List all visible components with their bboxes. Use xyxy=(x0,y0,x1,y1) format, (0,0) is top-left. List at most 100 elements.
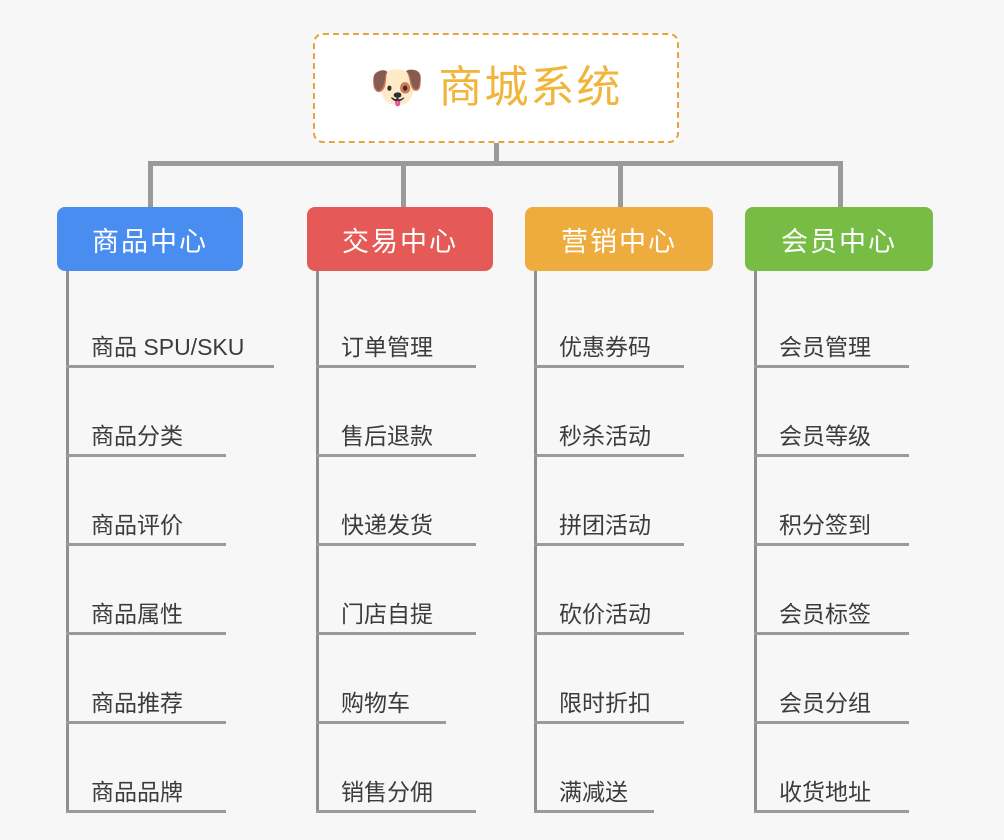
category-label: 交易中心 xyxy=(342,226,458,257)
category-box-1[interactable]: 商品中心 xyxy=(57,207,243,271)
category-label: 商品中心 xyxy=(92,226,208,257)
leaf-item-underline xyxy=(66,721,226,724)
leaf-item-underline xyxy=(316,543,476,546)
leaf-item[interactable]: 收货地址 xyxy=(745,724,933,813)
connector-drop-1 xyxy=(148,161,153,207)
leaf-item-label: 会员标签 xyxy=(779,601,871,627)
leaf-item[interactable]: 门店自提 xyxy=(307,546,493,635)
leaf-item-label: 商品分类 xyxy=(91,423,183,449)
leaf-item-label: 积分签到 xyxy=(779,512,871,538)
branch-column-3: 营销中心优惠券码秒杀活动拼团活动砍价活动限时折扣满减送 xyxy=(525,207,713,813)
connector-root-stem xyxy=(494,143,499,164)
leaf-item[interactable]: 快递发货 xyxy=(307,457,493,546)
leaf-item[interactable]: 商品推荐 xyxy=(57,635,243,724)
leaf-item-label: 会员分组 xyxy=(779,690,871,716)
leaf-item-underline xyxy=(316,810,476,813)
leaf-list-3: 优惠券码秒杀活动拼团活动砍价活动限时折扣满减送 xyxy=(525,271,713,813)
leaf-item-underline xyxy=(754,543,909,546)
leaf-item-label: 收货地址 xyxy=(779,779,871,805)
category-box-3[interactable]: 营销中心 xyxy=(525,207,713,271)
leaf-item-underline xyxy=(316,454,476,457)
leaf-item[interactable]: 会员标签 xyxy=(745,546,933,635)
branch-spine-4 xyxy=(754,271,757,813)
leaf-item-underline xyxy=(754,810,909,813)
leaf-item[interactable]: 商品 SPU/SKU xyxy=(57,279,274,368)
leaf-item-underline xyxy=(534,454,684,457)
leaf-item-underline xyxy=(66,543,226,546)
leaf-item[interactable]: 优惠券码 xyxy=(525,279,713,368)
leaf-item-underline xyxy=(534,543,684,546)
leaf-item[interactable]: 秒杀活动 xyxy=(525,368,713,457)
leaf-list-4: 会员管理会员等级积分签到会员标签会员分组收货地址 xyxy=(745,271,933,813)
category-box-4[interactable]: 会员中心 xyxy=(745,207,933,271)
leaf-item[interactable]: 会员分组 xyxy=(745,635,933,724)
leaf-item-label: 商品评价 xyxy=(91,512,183,538)
leaf-item-label: 会员等级 xyxy=(779,423,871,449)
leaf-item[interactable]: 满减送 xyxy=(525,724,713,813)
leaf-item[interactable]: 售后退款 xyxy=(307,368,493,457)
leaf-item-label: 订单管理 xyxy=(341,334,433,360)
leaf-item-underline xyxy=(66,454,226,457)
leaf-item-label: 砍价活动 xyxy=(559,601,651,627)
leaf-item[interactable]: 砍价活动 xyxy=(525,546,713,635)
leaf-list-1: 商品 SPU/SKU 商品分类商品评价商品属性商品推荐商品品牌 xyxy=(57,271,274,813)
leaf-item[interactable]: 订单管理 xyxy=(307,279,493,368)
leaf-item-label: 快递发货 xyxy=(341,512,433,538)
leaf-item[interactable]: 销售分佣 xyxy=(307,724,493,813)
leaf-item-underline xyxy=(316,721,446,724)
leaf-item-underline xyxy=(316,632,476,635)
leaf-item-label: 门店自提 xyxy=(341,601,433,627)
leaf-item-underline xyxy=(534,810,654,813)
leaf-item-label: 销售分佣 xyxy=(341,779,433,805)
leaf-item-underline xyxy=(66,810,226,813)
leaf-item[interactable]: 商品评价 xyxy=(57,457,243,546)
connector-drop-4 xyxy=(838,161,843,207)
leaf-item[interactable]: 限时折扣 xyxy=(525,635,713,724)
connector-drop-2 xyxy=(401,161,406,207)
leaf-list-2: 订单管理售后退款快递发货门店自提购物车销售分佣 xyxy=(307,271,493,813)
leaf-item[interactable]: 拼团活动 xyxy=(525,457,713,546)
leaf-item-underline xyxy=(66,632,226,635)
root-node[interactable]: 🐶 商城系统 xyxy=(313,33,679,143)
leaf-item-underline xyxy=(754,454,909,457)
branch-spine-2 xyxy=(316,271,319,813)
leaf-item-underline xyxy=(534,721,684,724)
connector-drop-3 xyxy=(618,161,623,207)
leaf-item-label: 商品品牌 xyxy=(91,779,183,805)
leaf-item-label: 优惠券码 xyxy=(559,334,651,360)
branch-column-2: 交易中心订单管理售后退款快递发货门店自提购物车销售分佣 xyxy=(307,207,493,813)
branch-column-1: 商品中心商品 SPU/SKU 商品分类商品评价商品属性商品推荐商品品牌 xyxy=(57,207,274,813)
connector-horizontal-bus xyxy=(148,161,841,166)
category-label: 会员中心 xyxy=(781,226,897,257)
leaf-item[interactable]: 商品分类 xyxy=(57,368,243,457)
leaf-item-label: 售后退款 xyxy=(341,423,433,449)
leaf-item-label: 限时折扣 xyxy=(559,690,651,716)
leaf-item-label: 商品推荐 xyxy=(91,690,183,716)
leaf-item-underline xyxy=(534,365,684,368)
leaf-item[interactable]: 商品属性 xyxy=(57,546,243,635)
dog-face-icon: 🐶 xyxy=(369,63,425,112)
leaf-item[interactable]: 购物车 xyxy=(307,635,493,724)
leaf-item-underline xyxy=(316,365,476,368)
leaf-item-underline xyxy=(754,632,909,635)
leaf-item-label: 拼团活动 xyxy=(559,512,651,538)
leaf-item[interactable]: 积分签到 xyxy=(745,457,933,546)
leaf-item-underline xyxy=(534,632,684,635)
branch-spine-1 xyxy=(66,271,69,813)
leaf-item-label: 满减送 xyxy=(559,779,628,805)
leaf-item[interactable]: 商品品牌 xyxy=(57,724,243,813)
category-box-2[interactable]: 交易中心 xyxy=(307,207,493,271)
leaf-item-underline xyxy=(754,365,909,368)
branch-spine-3 xyxy=(534,271,537,813)
leaf-item-label: 秒杀活动 xyxy=(559,423,651,449)
leaf-item-label: 商品属性 xyxy=(91,601,183,627)
leaf-item[interactable]: 会员等级 xyxy=(745,368,933,457)
leaf-item-label: 购物车 xyxy=(341,690,410,716)
leaf-item[interactable]: 会员管理 xyxy=(745,279,933,368)
root-node-label: 商城系统 xyxy=(438,63,623,112)
leaf-item-label: 会员管理 xyxy=(779,334,871,360)
category-label: 营销中心 xyxy=(561,226,677,257)
leaf-item-underline xyxy=(754,721,909,724)
leaf-item-label: 商品 SPU/SKU xyxy=(91,334,245,360)
